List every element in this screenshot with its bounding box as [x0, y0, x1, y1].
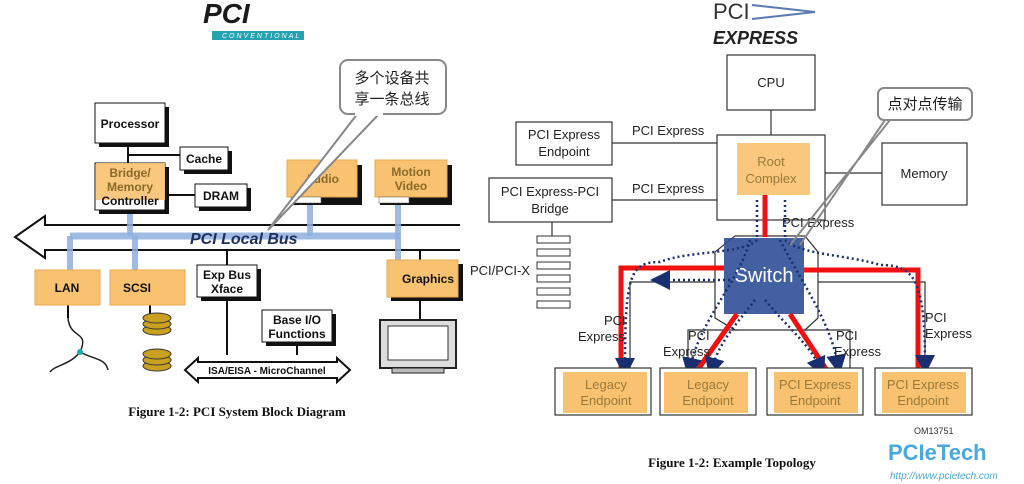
monitor-icon	[379, 319, 457, 374]
pcie-pci-bridge-block: PCI Express-PCI Bridge	[488, 177, 613, 223]
figure-id: OM13751	[914, 426, 954, 436]
dram-block: DRAM	[194, 183, 251, 211]
pci-logo-subtext: CONVENTIONAL	[222, 33, 301, 40]
pci-logo-text: PCI	[203, 0, 251, 29]
exp-bus-label-2: Xface	[211, 282, 243, 296]
isa-bus-arrow: ISA/EISA - MicroChannel	[183, 355, 352, 385]
endpoint-2-label-1: Legacy	[687, 377, 729, 392]
root-complex-label-1: Root	[757, 154, 785, 169]
pci-local-bus-label: PCI Local Bus	[190, 231, 298, 248]
link-label-ep2-b: Express	[663, 344, 710, 359]
endpoint-3-label-1: PCI Express	[779, 377, 852, 392]
link-label-ep1-a: PCI	[604, 313, 626, 328]
link-label-ep2-a: PCI	[688, 328, 710, 343]
scsi-label: SCSI	[123, 281, 151, 295]
link-label-ep4-a: PCI	[925, 310, 947, 325]
callout-text: 点对点传输	[887, 95, 962, 113]
bridge-label-2: Bridge	[531, 201, 569, 216]
memory-label: Memory	[901, 166, 948, 181]
pcie-endpoint-block: PCI Express Endpoint	[515, 121, 613, 166]
isa-bus-label: ISA/EISA - MicroChannel	[208, 366, 326, 377]
pci-logo: PCI CONVENTIONAL	[203, 0, 304, 40]
watermark-name: PCIeTech	[888, 440, 987, 465]
scsi-block: SCSI	[109, 269, 186, 306]
cpu-label: CPU	[757, 75, 784, 90]
pci-local-bus: PCI Local Bus	[13, 205, 460, 275]
endpoint-4: PCI Express Endpoint	[874, 367, 973, 416]
pcie-logo-top: PCI	[713, 0, 750, 24]
bridge-label-1: PCI Express-PCI	[501, 184, 599, 199]
right-caption: Figure 1-2: Example Topology	[648, 455, 816, 470]
link-label-ep4-b: Express	[925, 326, 972, 341]
base-io-label-2: Functions	[268, 327, 326, 341]
endpoint-2-label-2: Endpoint	[682, 393, 734, 408]
watermark-url: http://www.pcietech.com	[890, 471, 998, 482]
endpoint-4-label-2: Endpoint	[897, 393, 949, 408]
exp-bus-xface-block: Exp Bus Xface	[196, 264, 261, 301]
callout-line-2: 享一条总线	[354, 90, 429, 108]
left-caption: Figure 1-2: PCI System Block Diagram	[128, 404, 346, 419]
base-io-label-1: Base I/O	[273, 313, 321, 327]
pcie-endpoint-label-1: PCI Express	[528, 127, 601, 142]
cache-label: Cache	[186, 152, 222, 166]
disk-icon	[142, 312, 172, 372]
dram-label: DRAM	[203, 189, 239, 203]
point-to-point-callout: 点对点传输	[789, 87, 973, 246]
lan-connector-icon	[77, 349, 83, 355]
cpu-block: CPU	[726, 54, 816, 111]
graphics-label: Graphics	[402, 272, 454, 286]
right-connectors	[551, 110, 926, 368]
lan-label: LAN	[55, 281, 80, 295]
exp-bus-label-1: Exp Bus	[203, 268, 251, 282]
endpoint-1: Legacy Endpoint	[554, 367, 652, 416]
root-complex-block: Root Complex	[716, 134, 826, 221]
motion-video-block: Motion Video	[374, 159, 452, 205]
switch-label: Switch	[735, 265, 794, 287]
endpoint-2: Legacy Endpoint	[659, 367, 757, 416]
link-label-ep3-b: Express	[834, 344, 881, 359]
link-label-root-switch: PCI Express	[782, 215, 855, 230]
bridge-memory-controller-block: Bridge/ Memory Controller	[94, 162, 169, 214]
pcietech-watermark: PCIeTech http://www.pcietech.com	[888, 440, 998, 482]
endpoint-4-label-1: PCI Express	[887, 377, 960, 392]
bridge-label-3: Controller	[101, 194, 159, 208]
endpoint-1-label-2: Endpoint	[580, 393, 632, 408]
left-connectors	[67, 143, 421, 355]
pci-x-bus-ladder	[536, 235, 571, 309]
motion-label-2: Video	[395, 179, 427, 193]
link-label-ep1-b: Express	[578, 329, 625, 344]
processor-block: Processor	[94, 102, 169, 147]
lan-cable-icon	[49, 317, 109, 373]
bridge-label-1: Bridge/	[109, 166, 151, 180]
cache-block: Cache	[179, 146, 232, 174]
bridge-label-2: Memory	[107, 180, 153, 194]
traffic-flow-lines	[615, 200, 935, 378]
processor-label: Processor	[101, 117, 160, 131]
endpoint-1-label-1: Legacy	[585, 377, 627, 392]
endpoint-3: PCI Express Endpoint	[766, 367, 864, 416]
link-label-ep3-a: PCI	[836, 328, 858, 343]
lan-block: LAN	[34, 269, 101, 306]
pci-x-label: PCI/PCI-X	[470, 263, 530, 278]
graphics-block: Graphics	[386, 259, 463, 301]
pcie-logo-bottom: EXPRESS	[713, 28, 798, 48]
pcie-endpoint-label-2: Endpoint	[538, 144, 590, 159]
base-io-block: Base I/O Functions	[261, 309, 336, 346]
shared-bus-callout: 多个设备共 享一条总线	[267, 59, 447, 231]
link-label-bridge: PCI Express	[632, 181, 705, 196]
link-label-endpoint: PCI Express	[632, 123, 705, 138]
endpoint-3-label-2: Endpoint	[789, 393, 841, 408]
pcie-logo: PCI EXPRESS	[713, 0, 816, 48]
root-complex-label-2: Complex	[745, 171, 797, 186]
motion-label-1: Motion	[391, 165, 430, 179]
memory-block: Memory	[881, 142, 968, 206]
callout-line-1: 多个设备共	[354, 69, 429, 87]
switch-block: Switch	[714, 235, 819, 331]
